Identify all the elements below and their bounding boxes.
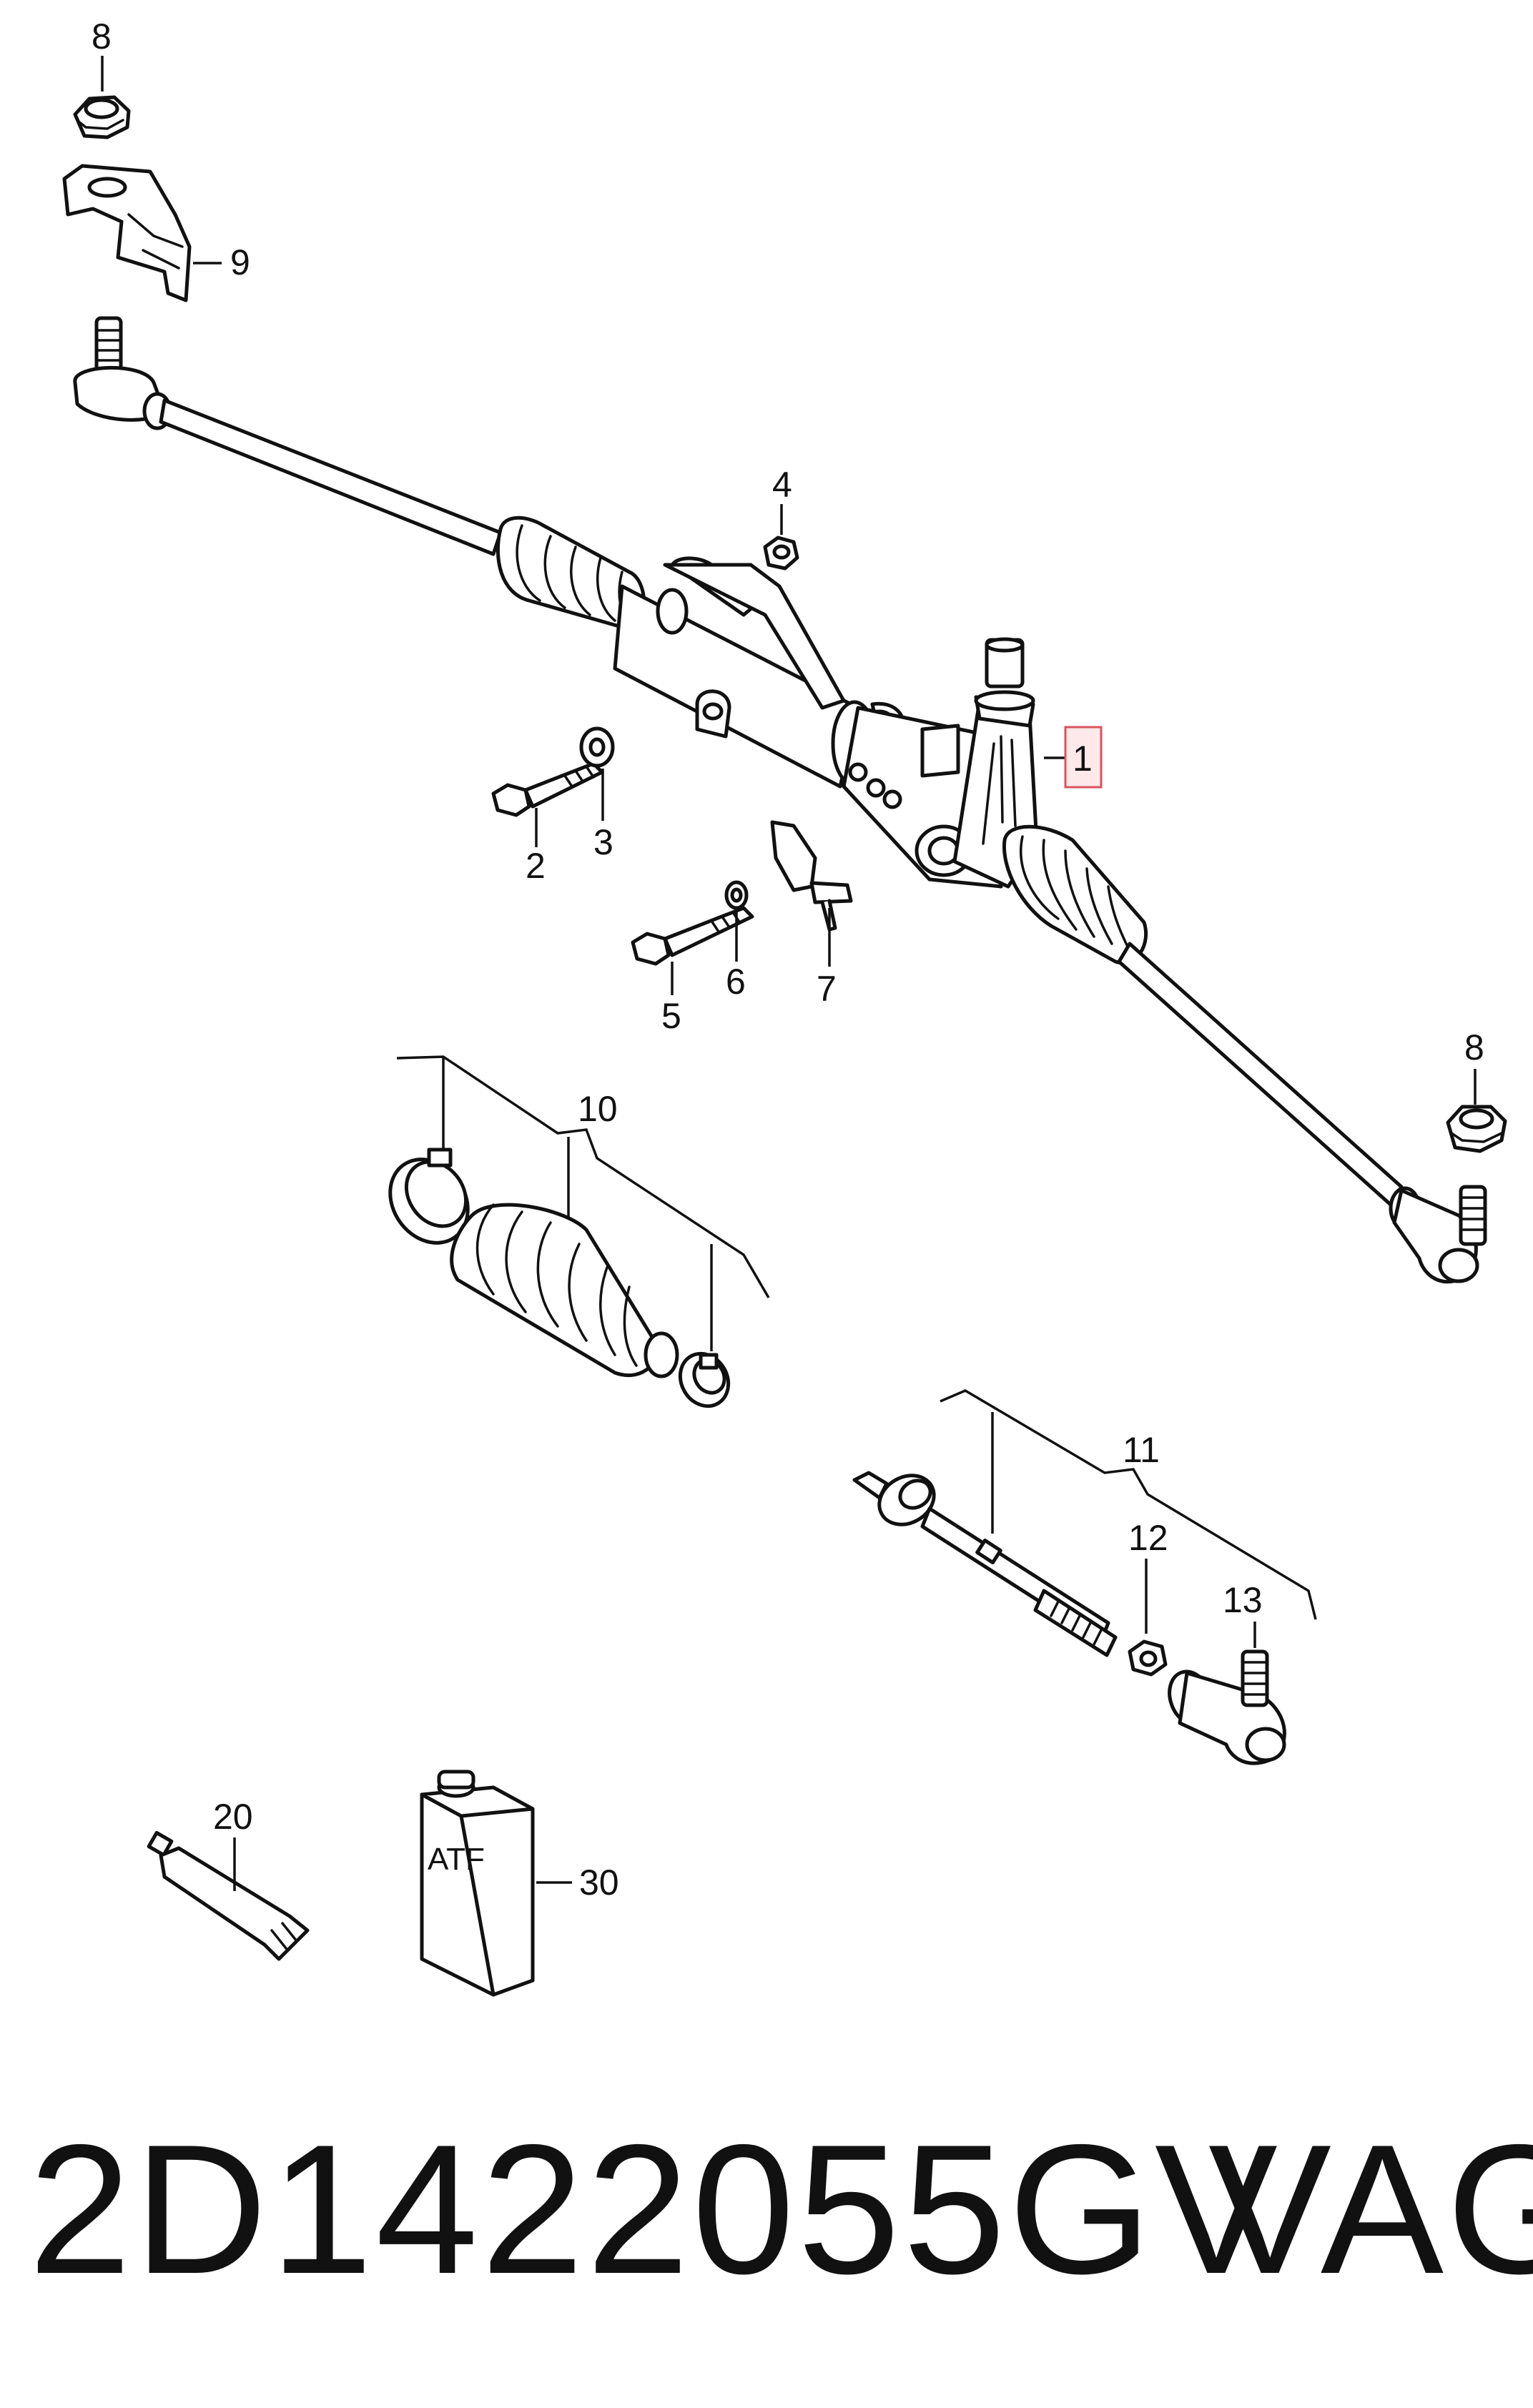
callout-20: 20 [213, 1797, 253, 1837]
callout-6: 6 [726, 962, 746, 1002]
callout-1: 1 [1073, 739, 1093, 779]
tie-rod-end-left [73, 316, 172, 430]
inner-tie-rod-11 [852, 1471, 1118, 1657]
callout-13: 13 [1223, 1580, 1263, 1620]
nut-4 [763, 536, 799, 571]
callout-9: 9 [230, 242, 250, 282]
washer-3 [579, 726, 615, 768]
callout-11: 11 [1123, 1430, 1160, 1470]
callout-3: 3 [593, 822, 613, 862]
callout-2: 2 [526, 846, 546, 886]
bolt-5 [631, 906, 754, 966]
callout-5: 5 [661, 996, 681, 1036]
callout-8-top: 8 [92, 16, 112, 56]
callout-4: 4 [772, 465, 792, 505]
callout-30: 30 [579, 1862, 619, 1903]
clamp-small [678, 1351, 731, 1408]
tie-rod-left [159, 398, 503, 556]
rack-boot-right [1002, 824, 1148, 965]
brand: VAG [1208, 2106, 1533, 2312]
boot-10 [450, 1203, 679, 1378]
callout-8-right: 8 [1464, 1027, 1484, 1067]
tie-rod-end-right [1389, 1185, 1487, 1284]
washer-6 [724, 880, 749, 910]
bolt-2 [491, 761, 604, 817]
steering-rack-housing [613, 556, 1003, 889]
part-number: 2D1422055GV [29, 2106, 1281, 2312]
footer: 2D1422055GV VAG [29, 2102, 1533, 2316]
bracket-9 [62, 164, 192, 302]
callout-7: 7 [817, 969, 837, 1009]
bracket-7 [770, 820, 853, 932]
nut-12 [1128, 1639, 1168, 1677]
callout-12: 12 [1128, 1518, 1168, 1558]
nut-8-right [1446, 1105, 1507, 1153]
atf-label: ATF [428, 1842, 485, 1877]
tie-rod-end-13 [1168, 1649, 1286, 1765]
atf-bottle-30: ATF [420, 1770, 535, 1997]
nut-8-top [73, 95, 131, 139]
group-11-bracket [940, 1389, 1317, 1620]
callout-10: 10 [578, 1089, 618, 1129]
grease-tube-20 [147, 1830, 310, 1961]
callout-1-box [1064, 726, 1103, 789]
tie-rod-right [1117, 942, 1404, 1207]
clamp-large [388, 1148, 470, 1245]
